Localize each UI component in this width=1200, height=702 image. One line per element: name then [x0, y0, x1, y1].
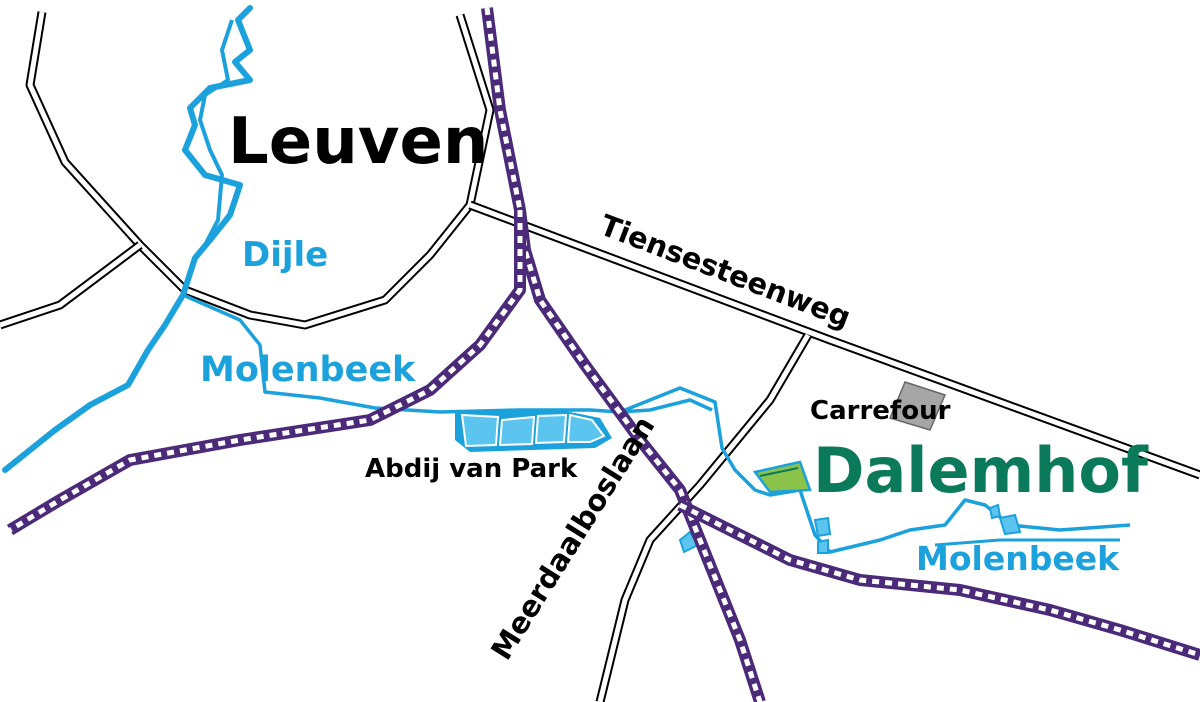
pond-1 [460, 413, 500, 448]
roads [0, 11, 1200, 702]
city-label: Leuven [228, 105, 488, 179]
pond-2 [498, 415, 536, 447]
pond-small-east-1 [988, 503, 1002, 520]
pond-small-south [813, 516, 832, 538]
railways [6, 7, 1200, 702]
carrefour-label: Carrefour [810, 396, 951, 426]
molenbeek-label-west: Molenbeek [200, 350, 416, 390]
dijle-label: Dijle [242, 235, 328, 275]
pond-small-south-2 [817, 538, 829, 554]
dalemhof-label: Dalemhof [813, 434, 1149, 507]
abbey-label: Abdij van Park [365, 454, 578, 484]
abbey-ponds [455, 410, 612, 452]
pond-small-east-2 [998, 513, 1022, 536]
molenbeek-stream [182, 293, 1131, 554]
molenbeek-stream-branch-2 [934, 538, 1120, 547]
pond-3 [534, 413, 568, 445]
dijle-river-branch [198, 19, 234, 246]
water [2, 5, 1131, 554]
carrefour-building [888, 381, 947, 431]
molenbeek-stream-branch [619, 398, 713, 414]
pond-4 [566, 413, 606, 443]
molenbeek-label-east: Molenbeek [916, 539, 1120, 578]
dijle-river [2, 5, 253, 473]
tiensesteenweg-road [468, 200, 1200, 480]
west-road [0, 241, 143, 330]
ring-road [25, 11, 495, 330]
dalemhof-site [752, 460, 812, 494]
meerdaalboslaan-road [595, 332, 812, 702]
